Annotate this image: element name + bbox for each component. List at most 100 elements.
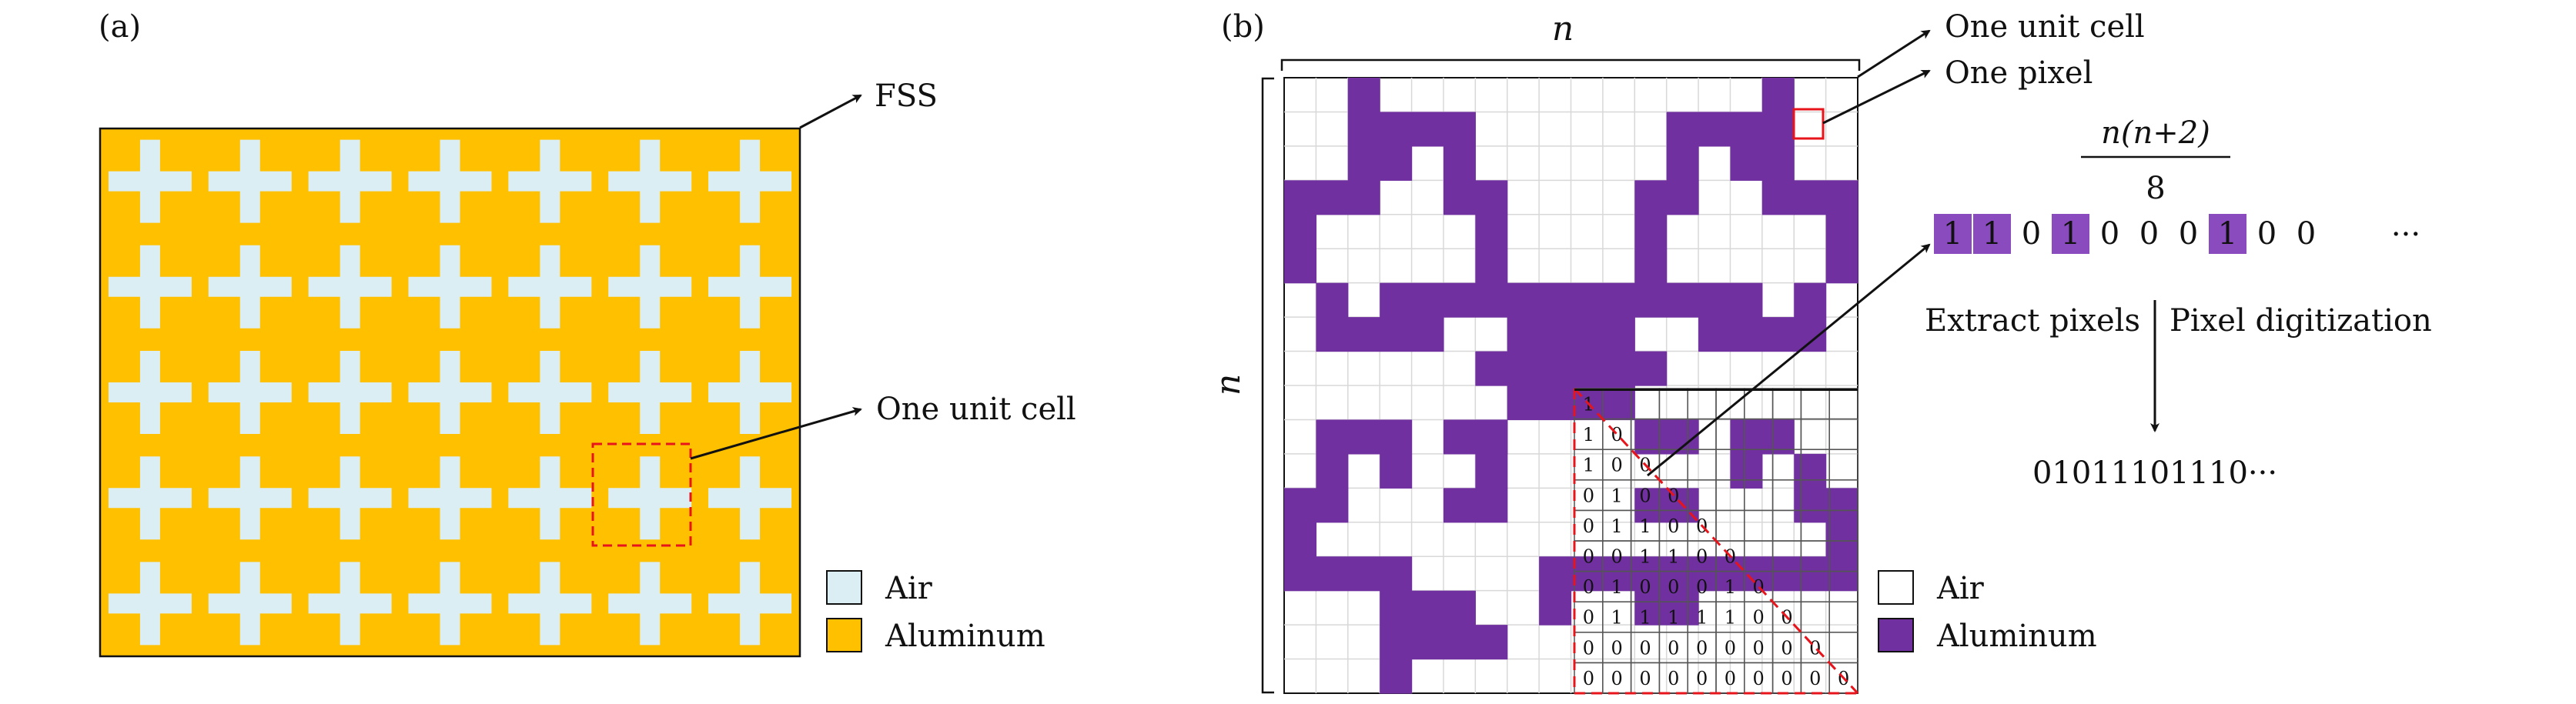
aluminum-pixel: [1825, 556, 1858, 592]
bit-value: 1: [2218, 216, 2237, 252]
one-pixel-label: One pixel: [1945, 55, 2093, 91]
unit-cell-highlight: [591, 442, 692, 547]
aluminum-pixel: [1284, 249, 1316, 284]
aluminum-pixel: [1761, 145, 1795, 181]
bit-value: 0: [2179, 216, 2198, 252]
bit-highlight: [2052, 214, 2089, 254]
matrix-bit: 1: [1611, 515, 1623, 537]
aluminum-pixel: [1666, 590, 1699, 626]
matrix-bit: 0: [1696, 576, 1708, 598]
cross-cell: [208, 139, 292, 223]
aluminum-pixel: [1475, 453, 1508, 489]
aluminum-pixel: [1443, 145, 1476, 181]
cross-cell: [708, 351, 792, 434]
aluminum-pixel: [1475, 249, 1508, 284]
aluminum-pixel: [1698, 282, 1731, 318]
matrix-bit: 0: [1696, 546, 1708, 568]
matrix-bit: 0: [1753, 668, 1765, 689]
aluminum-pixel: [1316, 180, 1349, 215]
unit-cell-label: One unit cell: [876, 392, 1076, 427]
aluminum-pixel: [1347, 180, 1380, 215]
aluminum-pixel: [1475, 214, 1508, 249]
aluminum-pixel: [1539, 351, 1572, 386]
aluminum-pixel: [1443, 419, 1476, 455]
aluminum-pixel: [1730, 317, 1763, 352]
matrix-bit: 0: [1611, 637, 1623, 659]
aluminum-pixel: [1794, 453, 1827, 489]
aluminum-pixel: [1380, 282, 1413, 318]
aluminum-pixel: [1411, 112, 1444, 147]
legend-b-air-swatch: [1878, 570, 1914, 605]
matrix-bit: 0: [1753, 607, 1765, 629]
matrix-bit: 0: [1583, 607, 1594, 629]
aluminum-pixel: [1825, 522, 1858, 557]
aluminum-pixel: [1443, 282, 1476, 318]
panel-b: (b) n n 11010001000110000110001000100111…: [1209, 9, 2432, 695]
aluminum-pixel: [1794, 488, 1827, 523]
aluminum-pixel: [1666, 556, 1699, 592]
matrix-bit: 0: [1753, 637, 1765, 659]
bit-highlight: [1973, 214, 2011, 254]
aluminum-pixel: [1380, 453, 1413, 489]
cross-cell: [608, 139, 692, 223]
aluminum-pixel: [1539, 556, 1572, 592]
matrix-top-edge: [1574, 389, 1858, 391]
aluminum-pixel: [1284, 556, 1316, 592]
cross-cell: [108, 562, 192, 646]
formula-denominator: 8: [2146, 171, 2165, 206]
aluminum-pixel: [1761, 317, 1795, 352]
aluminum-pixel: [1730, 112, 1763, 147]
matrix-bit: 0: [1583, 576, 1594, 598]
unit-cell-arrow-b: [1857, 29, 1931, 78]
triangle-left-edge: [1573, 389, 1858, 695]
aluminum-pixel: [1571, 556, 1604, 592]
legend-b-aluminum-swatch: [1878, 618, 1914, 652]
aluminum-pixel: [1347, 317, 1380, 352]
matrix-bit: 0: [1668, 515, 1679, 537]
panel-b-label: (b): [1221, 9, 1265, 45]
aluminum-pixel: [1825, 488, 1858, 523]
extract-pixels-label: Extract pixels: [1925, 303, 2140, 339]
aluminum-pixel: [1602, 385, 1635, 421]
aluminum-pixel: [1634, 351, 1668, 386]
aluminum-pixel: [1539, 317, 1572, 352]
cross-cell: [208, 456, 292, 540]
cross-cell: [508, 562, 592, 646]
aluminum-pixel: [1316, 317, 1349, 352]
top-n-label: n: [1552, 9, 1574, 48]
bit-value: 0: [2297, 216, 2316, 252]
aluminum-pixel: [1666, 180, 1699, 215]
aluminum-pixel: [1507, 317, 1540, 352]
one-pixel-arrow: [1822, 69, 1931, 125]
aluminum-pixel: [1507, 385, 1540, 421]
matrix-bit: 0: [1725, 637, 1736, 659]
matrix-bit: 1: [1639, 515, 1651, 537]
bit-value: 1: [2061, 216, 2080, 252]
aluminum-pixel: [1634, 249, 1668, 284]
aluminum-pixel: [1794, 282, 1827, 318]
cross-cell: [208, 351, 292, 434]
cross-cell: [308, 456, 392, 540]
cross-cell: [708, 456, 792, 540]
matrix-bit: 1: [1725, 576, 1736, 598]
aluminum-pixel: [1761, 419, 1795, 455]
aluminum-pixel: [1411, 317, 1444, 352]
aluminum-pixel: [1316, 282, 1349, 318]
aluminum-pixel: [1730, 419, 1763, 455]
aluminum-pixel: [1475, 351, 1508, 386]
matrix-bit: 0: [1611, 546, 1623, 568]
legend-air-swatch: [826, 570, 862, 605]
aluminum-pixel: [1347, 419, 1380, 455]
aluminum-pixel: [1825, 249, 1858, 284]
aluminum-pixel: [1347, 112, 1380, 147]
aluminum-pixel: [1475, 282, 1508, 318]
aluminum-pixel: [1475, 180, 1508, 215]
aluminum-pixel: [1602, 317, 1635, 352]
aluminum-pixel: [1380, 419, 1413, 455]
aluminum-pixel: [1634, 282, 1668, 318]
aluminum-pixel: [1347, 78, 1380, 113]
matrix-bit: 1: [1611, 576, 1623, 598]
fss-label: FSS: [875, 78, 938, 114]
bit-highlight: [1934, 214, 1972, 254]
aluminum-pixel: [1825, 214, 1858, 249]
